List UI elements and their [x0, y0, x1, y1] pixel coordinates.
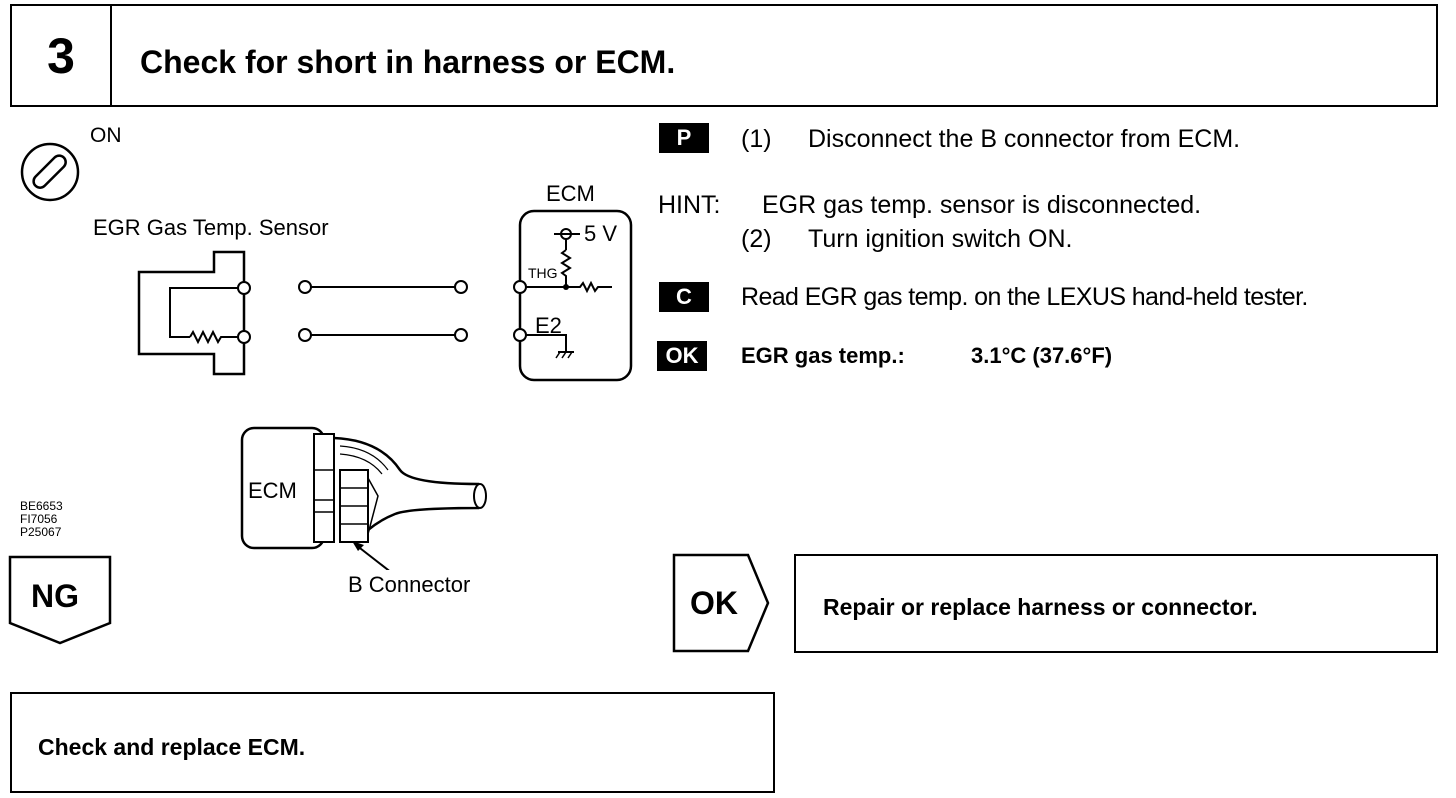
ecm-resistor — [560, 249, 572, 287]
ng-action-text: Check and replace ECM. — [38, 734, 306, 760]
ok-indicator — [672, 553, 770, 653]
ok-spec-value: 3.1°C (37.6°F) — [971, 343, 1113, 368]
ignition-on-label: ON — [90, 124, 122, 147]
figure-code: FI7056 — [20, 512, 58, 526]
step2-number: (2) — [741, 225, 772, 253]
step-number: 3 — [47, 27, 75, 84]
step1-text: Disconnect the B connector from ECM. — [808, 125, 1241, 153]
wiring-diagram — [137, 209, 633, 382]
connector-label: B Connector — [348, 572, 471, 597]
ecm-unit-label: ECM — [248, 478, 297, 503]
ok-spec-label: EGR gas temp.: — [741, 343, 905, 368]
ng-label: NG — [31, 578, 79, 614]
hint-text: EGR gas temp. sensor is disconnected. — [762, 191, 1202, 219]
ok-action-box: Repair or replace harness or connector. — [794, 554, 1438, 653]
ok-result-label: OK — [690, 585, 738, 621]
ecm-box-label: ECM — [546, 181, 595, 206]
step2-text: Turn ignition switch ON. — [808, 225, 1073, 253]
ecm-connector-illustration — [240, 426, 487, 570]
figure-code: BE6653 — [20, 499, 63, 513]
step-title: Check for short in harness or ECM. — [140, 44, 676, 80]
ok-action-text: Repair or replace harness or connector. — [823, 594, 1258, 620]
step1-number: (1) — [741, 125, 772, 153]
figure-codes: BE6653 FI7056 P25067 — [20, 500, 63, 539]
c-tag: C — [659, 282, 709, 312]
connector-leader-line — [355, 544, 390, 570]
ng-indicator — [8, 555, 112, 645]
p-tag: P — [659, 123, 709, 153]
e2-label: E2 — [535, 313, 562, 338]
ignition-switch-icon — [20, 142, 80, 202]
step-number-cell: 3 — [12, 6, 112, 105]
sensor-resistor — [189, 329, 244, 345]
step-header: 3 Check for short in harness or ECM. — [10, 4, 1438, 107]
thg-label: THG — [528, 265, 558, 281]
sensor-label: EGR Gas Temp. Sensor — [93, 215, 329, 240]
hint-label: HINT: — [658, 191, 721, 219]
ng-action-box: Check and replace ECM. — [10, 692, 775, 793]
ok-tag: OK — [657, 341, 707, 371]
figure-code: P25067 — [20, 525, 62, 539]
ecm-box — [518, 209, 633, 382]
c-text: Read EGR gas temp. on the LEXUS hand-hel… — [741, 283, 1308, 311]
voltage-label: 5 V — [584, 221, 618, 246]
